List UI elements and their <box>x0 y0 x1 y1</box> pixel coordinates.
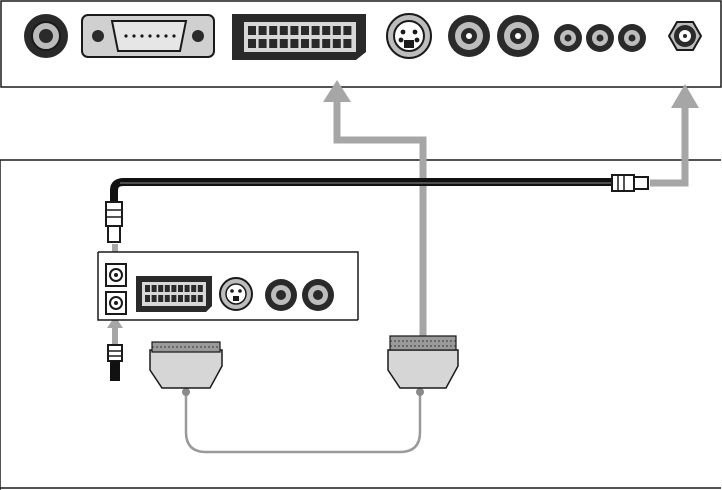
scart-pin <box>280 26 288 35</box>
rf-cable-plug-top <box>106 202 122 242</box>
scart-pin <box>312 26 320 35</box>
scart-pin <box>259 39 267 48</box>
scart-pin <box>301 26 309 35</box>
device-back-panel <box>98 252 358 320</box>
device-antenna-in-socket <box>106 292 126 314</box>
scart-pin <box>269 39 277 48</box>
tv-rca-small-2 <box>586 24 614 52</box>
scart-pin <box>171 295 176 302</box>
device-rca-2 <box>302 279 334 311</box>
device-svideo-port <box>220 278 252 310</box>
scart-plug-left <box>150 342 222 388</box>
device-scart-port <box>136 276 212 312</box>
scart-pin <box>322 39 330 48</box>
tv-svideo-port <box>387 14 431 58</box>
tv-vga-port <box>82 15 214 57</box>
rf-cable-plug-right <box>612 175 648 191</box>
scart-pin <box>178 285 183 292</box>
scart-pin <box>152 295 157 302</box>
scart-pin <box>185 295 190 302</box>
scart-pin <box>333 26 341 35</box>
scart-pin <box>152 285 157 292</box>
tv-scart-port <box>232 14 366 60</box>
device-antenna-out-socket <box>106 264 126 286</box>
scart-pin <box>185 285 190 292</box>
scart-pin <box>259 26 267 35</box>
scart-pin <box>248 26 256 35</box>
scart-pin <box>343 39 351 48</box>
tv-rca-large-1 <box>448 15 490 57</box>
scart-to-scart-cable <box>186 392 420 452</box>
scart-pin <box>333 39 341 48</box>
scart-pin <box>248 39 256 48</box>
tv-antenna-socket <box>669 22 701 50</box>
tv-coax-socket <box>24 14 68 58</box>
tv-back-panel <box>1 1 721 87</box>
scart-pin <box>165 295 170 302</box>
scart-pin <box>178 295 183 302</box>
scart-pin <box>145 295 150 302</box>
scart-plug-right <box>388 336 458 388</box>
scart-pin <box>322 26 330 35</box>
scart-pin <box>171 285 176 292</box>
scart-pin <box>290 26 298 35</box>
device-rca-1 <box>265 279 297 311</box>
scart-pin <box>158 295 163 302</box>
scart-pin <box>343 26 351 35</box>
antenna-input-plug <box>108 345 122 381</box>
tv-rca-large-2 <box>497 15 539 57</box>
rf-antenna-cable <box>106 175 648 242</box>
scart-pin <box>191 285 196 292</box>
tv-rca-small-3 <box>618 24 646 52</box>
tv-rca-small-1 <box>554 24 582 52</box>
scart-pin <box>165 285 170 292</box>
scart-pin <box>191 295 196 302</box>
scart-pin <box>301 39 309 48</box>
scart-pin <box>280 39 288 48</box>
scart-pin <box>198 285 203 292</box>
antenna-route-line <box>650 106 685 183</box>
scart-pin <box>312 39 320 48</box>
scart-pin <box>198 295 203 302</box>
scart-pin <box>269 26 277 35</box>
scart-pin <box>158 285 163 292</box>
scart-pin <box>145 285 150 292</box>
scart-pin <box>290 39 298 48</box>
